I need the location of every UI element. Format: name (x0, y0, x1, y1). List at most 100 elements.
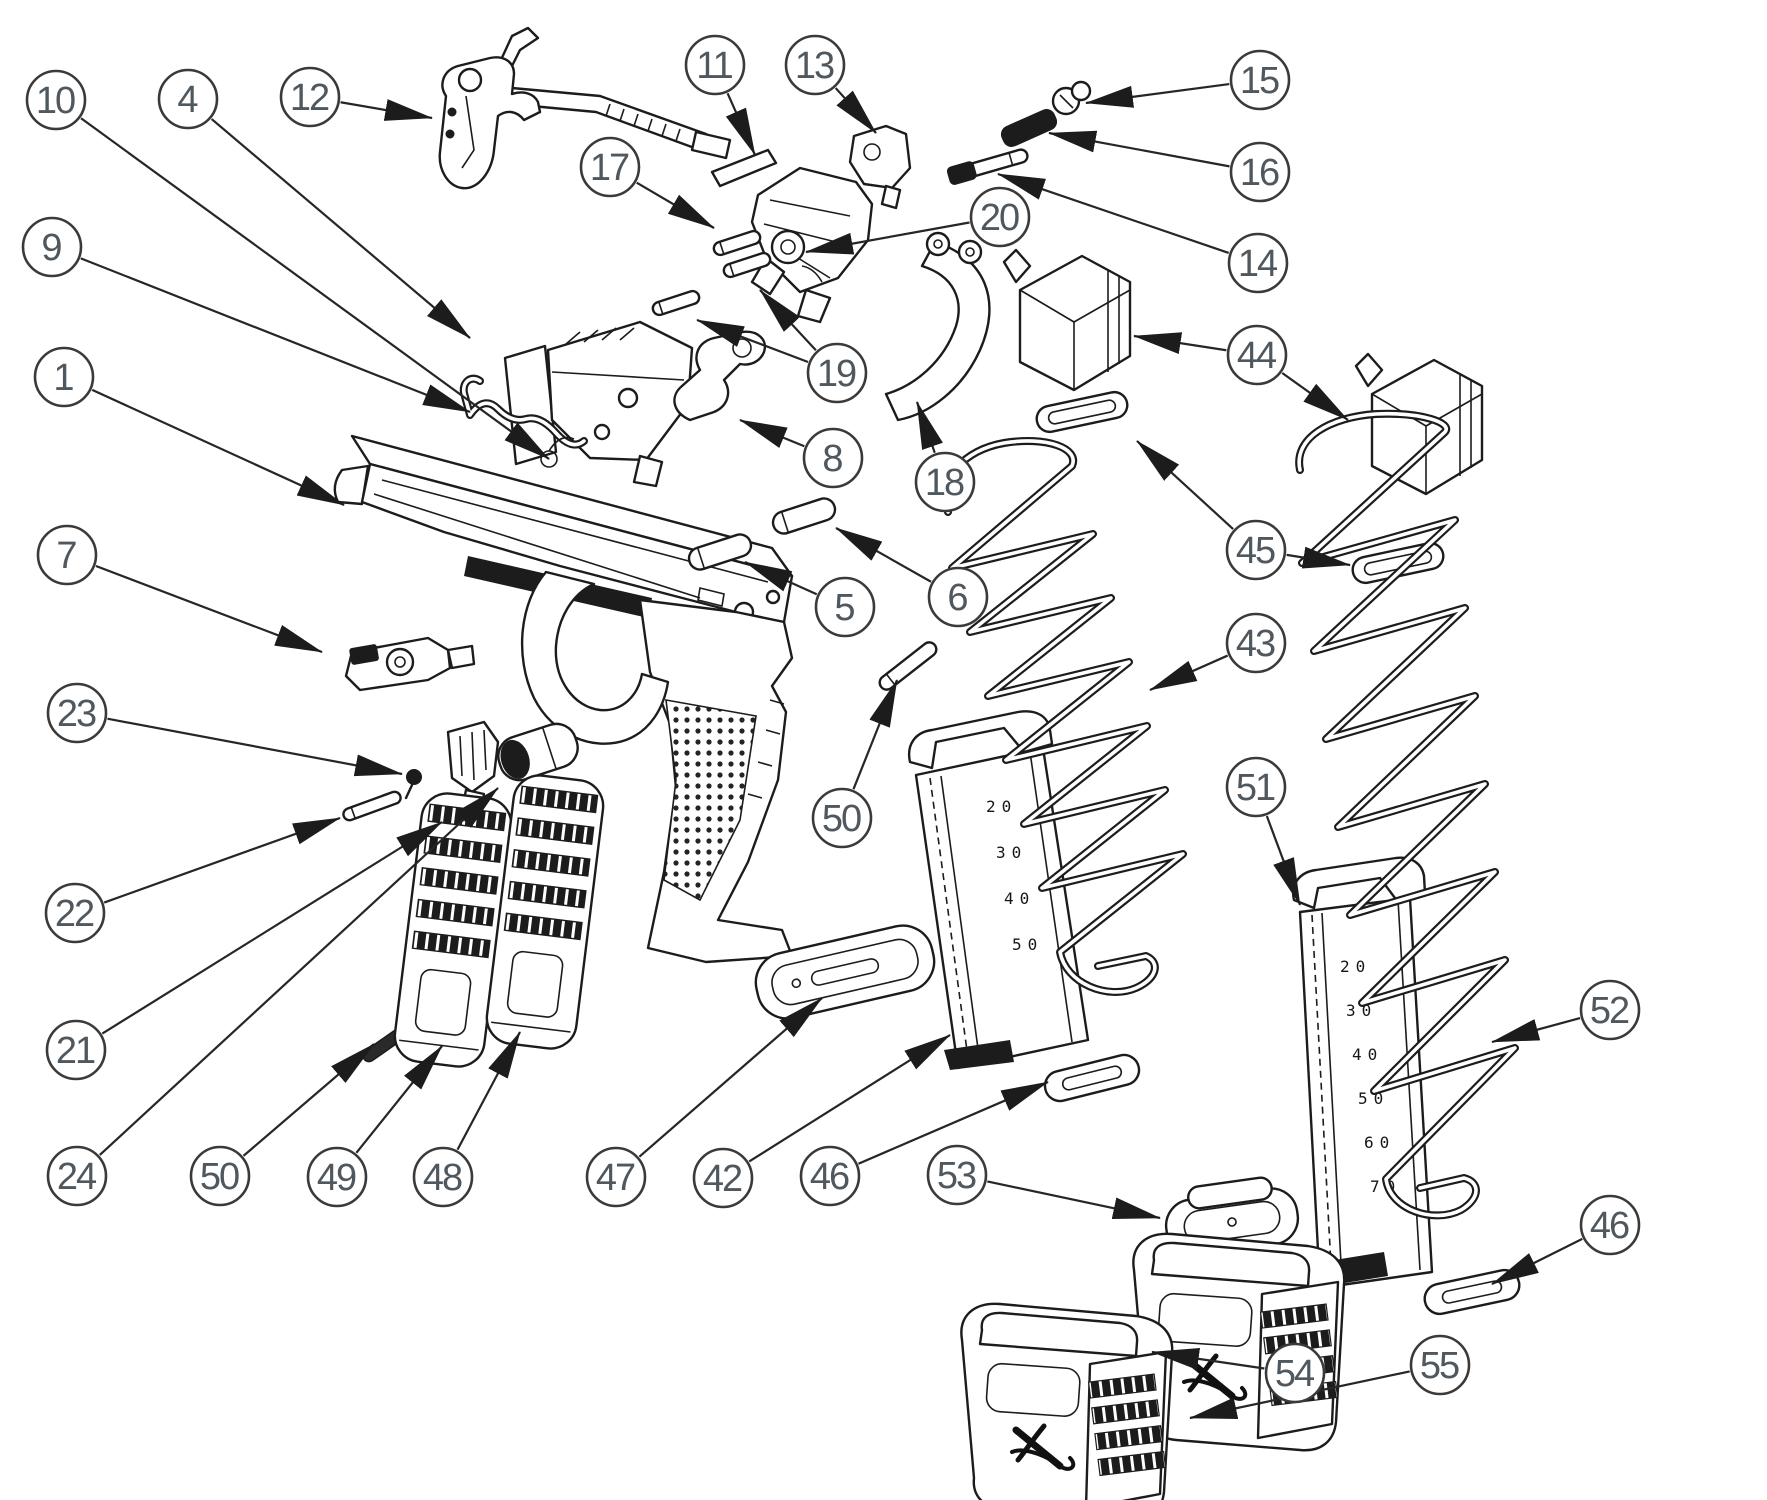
witness-mark: 20 (986, 797, 1017, 816)
callout-circle-1 (33, 346, 95, 408)
callout-label-11: 11 (696, 45, 732, 87)
leader-line-44 (1133, 332, 1227, 355)
callout-19: 19 (806, 342, 868, 404)
takedown-lever (344, 636, 476, 692)
striker-spring-retainer (1051, 80, 1092, 116)
callout-circle-15 (1229, 49, 1291, 111)
callout-circle-5 (814, 576, 876, 638)
callout-label-49: 49 (317, 1157, 356, 1199)
callout-label-6: 6 (947, 577, 967, 619)
leader-line-19 (759, 289, 817, 352)
callout-6: 6 (927, 566, 989, 628)
callout-50: 50 (811, 787, 873, 849)
leader-line-45 (1286, 546, 1351, 569)
leader-line-24 (99, 787, 499, 1156)
callout-43: 43 (1225, 612, 1287, 674)
callout-label-43: 43 (1236, 623, 1275, 665)
leader-line-6 (835, 527, 932, 583)
leader-line-16 (1048, 130, 1230, 168)
callout-label-23: 23 (57, 693, 96, 735)
callout-label-8: 8 (822, 438, 842, 480)
callout-55: 55 (1409, 1334, 1471, 1396)
callout-label-17: 17 (590, 147, 629, 189)
leader-line-50 (242, 1043, 375, 1157)
callout-16: 16 (1229, 141, 1291, 203)
callout-circle-7 (36, 524, 98, 586)
leader-line-46 (858, 1080, 1049, 1165)
callout-circle-43 (1225, 612, 1287, 674)
magazine-spring-mid (941, 436, 1187, 996)
callout-circle-49 (306, 1146, 368, 1208)
callout-54: 54 (1264, 1342, 1326, 1404)
witness-mark: 20 (1340, 957, 1371, 976)
leader-line-14 (997, 172, 1230, 255)
callout-label-1: 1 (53, 357, 73, 399)
callout-5: 5 (814, 576, 876, 638)
callout-circle-46 (1579, 1194, 1641, 1256)
slave-pin-upper (878, 641, 938, 691)
callout-46: 46 (799, 1145, 861, 1207)
callout-label-18: 18 (925, 462, 964, 504)
callout-circle-42 (692, 1147, 754, 1209)
callout-20: 20 (969, 186, 1031, 248)
catch-screw (404, 769, 422, 800)
floor-plate-mid (1040, 1050, 1144, 1106)
callout-label-9: 9 (41, 227, 61, 269)
leader-line-23 (107, 717, 403, 777)
sear-housing-assembly (503, 320, 694, 488)
callout-label-44: 44 (1237, 335, 1277, 377)
leader-line-53 (987, 1180, 1161, 1220)
callout-7: 7 (36, 524, 98, 586)
callout-52: 52 (1579, 979, 1641, 1041)
witness-mark: 60 (1364, 1133, 1395, 1152)
callout-45: 45 (1225, 519, 1287, 581)
callout-circle-24 (46, 1145, 108, 1207)
callout-44: 44 (1226, 324, 1288, 386)
catch-pin (342, 790, 402, 822)
witness-mark: 50 (1012, 935, 1043, 954)
callout-42: 42 (692, 1147, 754, 1209)
callout-circle-10 (25, 69, 87, 131)
trigger-assembly (438, 26, 732, 190)
grip-xtension-sleeve-b (961, 1304, 1172, 1500)
magazine-follower-b (1354, 352, 1484, 496)
leader-line-11 (725, 92, 757, 156)
callout-47: 47 (585, 1146, 647, 1208)
callout-label-20: 20 (980, 197, 1019, 239)
callout-49: 49 (306, 1146, 368, 1208)
leader-lines (80, 82, 1583, 1420)
callout-label-16: 16 (1240, 152, 1279, 194)
callout-label-22: 22 (55, 893, 94, 935)
callout-label-51: 51 (1236, 767, 1275, 809)
callout-circle-9 (21, 216, 83, 278)
callout-label-7: 7 (56, 535, 76, 577)
leader-line-51 (1265, 815, 1302, 906)
callout-label-42: 42 (703, 1158, 742, 1200)
leader-line-52 (1491, 1017, 1581, 1044)
callout-label-50: 50 (822, 798, 861, 840)
callout-label-21: 21 (56, 1030, 95, 1072)
callout-label-54: 54 (1275, 1353, 1315, 1395)
callout-circle-22 (44, 882, 106, 944)
leader-line-45 (1136, 440, 1234, 530)
striker-safety (848, 124, 912, 210)
callout-circle-14 (1227, 232, 1289, 294)
trigger-guard (520, 570, 670, 745)
callout-label-5: 5 (834, 587, 854, 629)
magazine-baseplate (754, 924, 936, 1020)
callout-label-53: 53 (937, 1155, 976, 1197)
frame-pin-rear (768, 494, 840, 538)
callout-51: 51 (1225, 756, 1287, 818)
callout-label-13: 13 (795, 45, 834, 87)
callout-circle-19 (806, 342, 868, 404)
callout-1: 1 (33, 346, 95, 408)
callout-label-19: 19 (817, 353, 856, 395)
leader-line-46 (1491, 1237, 1583, 1285)
leader-line-43 (1149, 654, 1229, 692)
callout-50: 50 (189, 1145, 251, 1207)
leader-line-22 (103, 816, 341, 904)
callout-14: 14 (1227, 232, 1289, 294)
